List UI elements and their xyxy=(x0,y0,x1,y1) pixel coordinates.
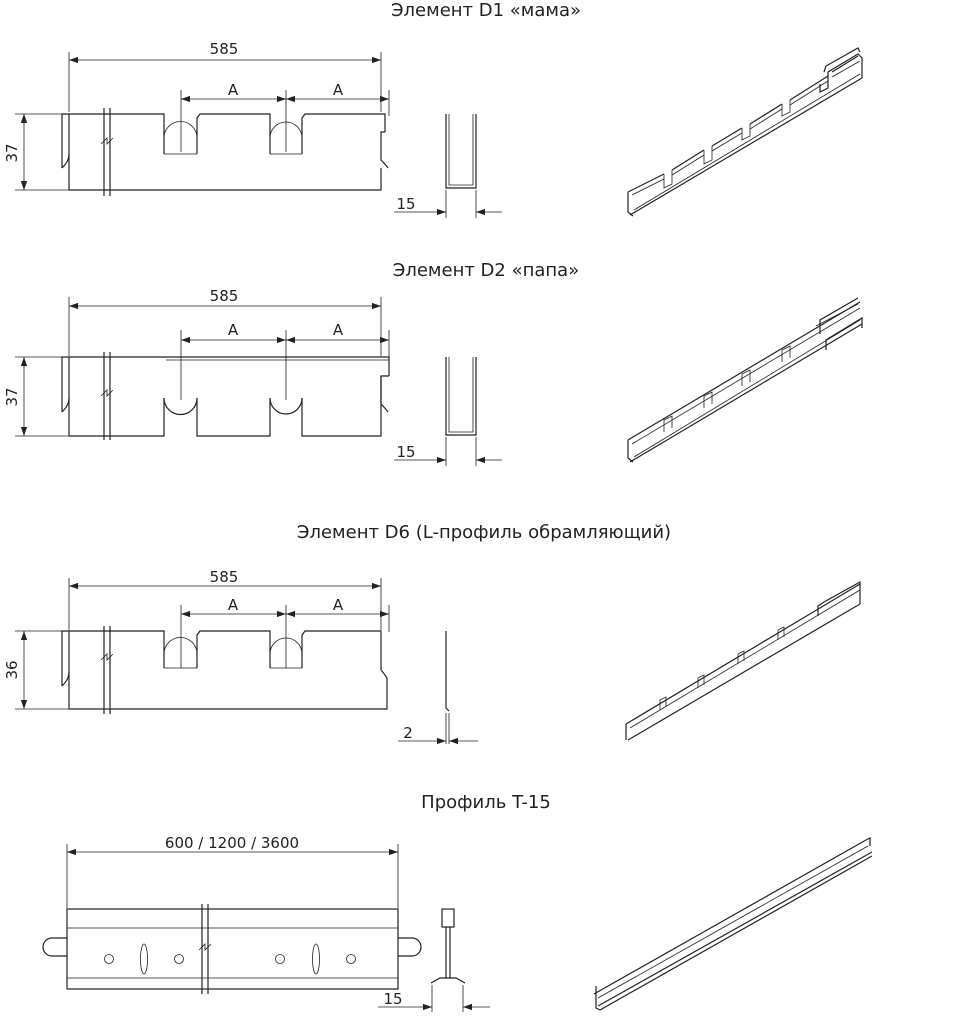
section-d6: Элемент D6 (L-профиль обрамляющий) 585 A… xyxy=(3,522,861,745)
profile-front-view xyxy=(42,904,422,994)
spacing-a-label-2: A xyxy=(333,596,344,614)
section-t15: Профиль T-15 600 / 1200 / 3600 xyxy=(42,792,873,1012)
length-label: 585 xyxy=(210,287,239,305)
spacing-a-label: A xyxy=(228,596,239,614)
profile-isometric-view xyxy=(593,837,873,1011)
width-label: 2 xyxy=(403,724,413,742)
profile-cross-section: 15 xyxy=(394,114,502,218)
width-label: 15 xyxy=(396,443,415,461)
length-label: 585 xyxy=(210,568,239,586)
spacing-a-label-2: A xyxy=(333,81,344,99)
section-d2: Элемент D2 «папа» 585 A A 37 xyxy=(3,260,863,466)
length-label: 585 xyxy=(210,40,239,58)
length-label: 600 / 1200 / 3600 xyxy=(165,834,299,852)
height-label: 37 xyxy=(3,387,21,406)
width-label: 15 xyxy=(383,990,402,1008)
profile-isometric-view xyxy=(627,47,863,217)
height-label: 37 xyxy=(3,143,21,162)
spacing-a-label: A xyxy=(228,321,239,339)
section-title: Профиль T-15 xyxy=(421,792,551,813)
profile-isometric-view xyxy=(625,580,861,741)
profile-front-view xyxy=(61,108,389,196)
height-label: 36 xyxy=(3,660,21,679)
profile-front-view xyxy=(61,626,388,714)
section-title: Элемент D6 (L-профиль обрамляющий) xyxy=(297,522,671,543)
profile-isometric-view xyxy=(627,297,863,463)
section-d1: Элемент D1 «мама» 585 A A 37 xyxy=(3,0,863,218)
profile-cross-section: 15 xyxy=(394,357,502,466)
spacing-a-label-2: A xyxy=(333,321,344,339)
profile-cross-section: 2 xyxy=(398,631,478,745)
profile-front-view xyxy=(61,352,390,440)
width-label: 15 xyxy=(396,195,415,213)
spacing-a-label: A xyxy=(228,81,239,99)
profile-cross-section: 15 xyxy=(378,908,490,1012)
section-title: Элемент D1 «мама» xyxy=(391,0,581,21)
section-title: Элемент D2 «папа» xyxy=(393,260,579,281)
